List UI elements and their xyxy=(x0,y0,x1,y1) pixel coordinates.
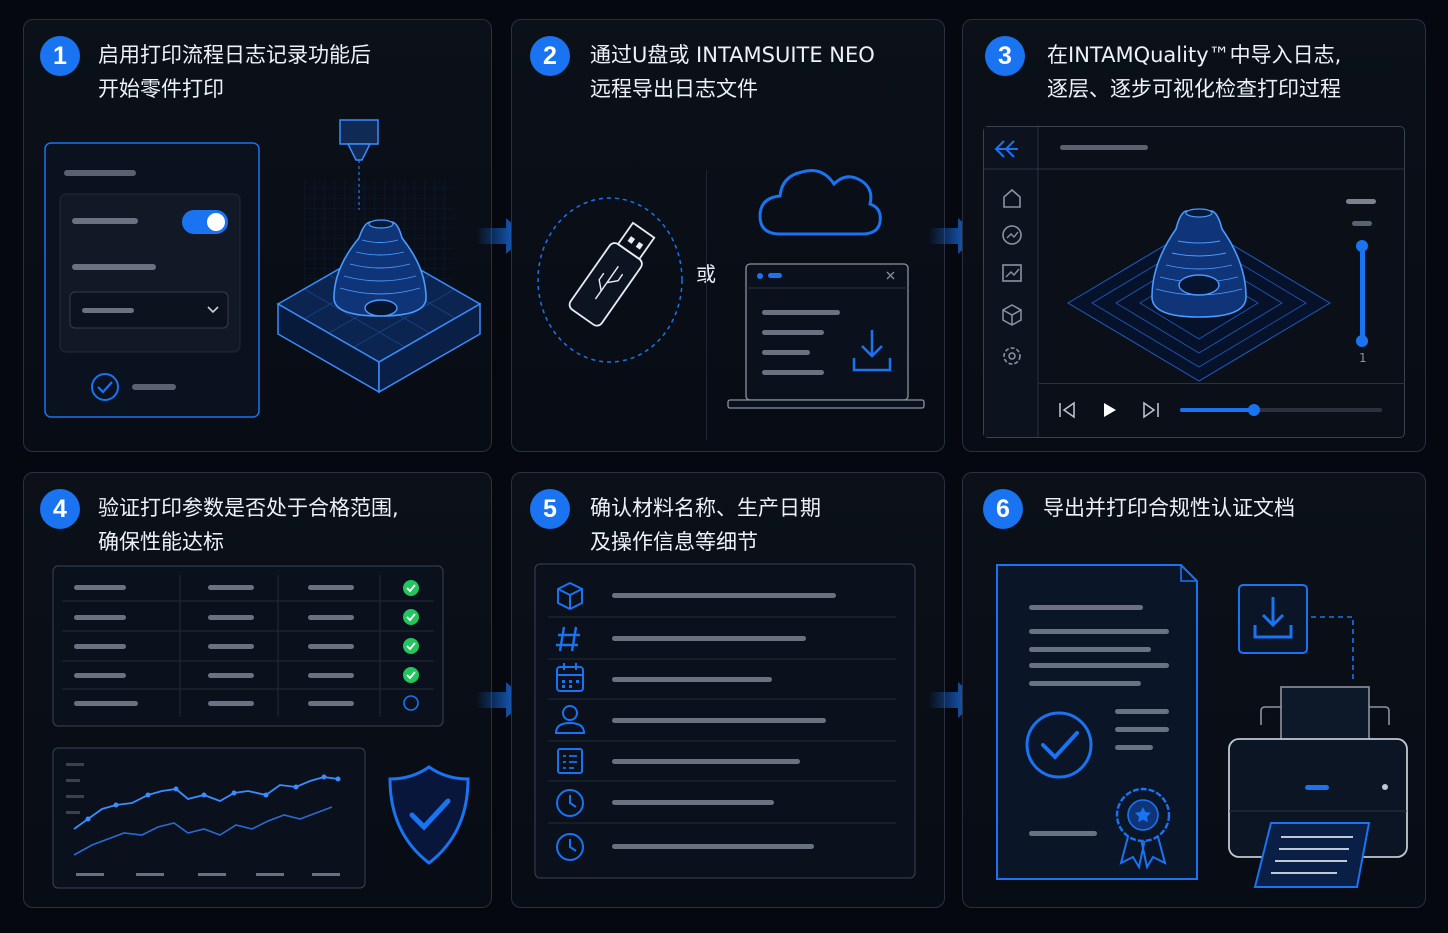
step-2-panel: 2 通过U盘或 INTAMSUITE NEO 远程导出日志文件 或 xyxy=(511,19,945,452)
step-3-panel: 3 在INTAMQuality™中导入日志, 逐层、逐步可视化检查打印过程 xyxy=(962,19,1426,452)
step-1-panel: 1 启用打印流程日志记录功能后 开始零件打印 xyxy=(23,19,492,452)
trend-icon[interactable] xyxy=(1002,225,1022,245)
step-1-number: 1 xyxy=(40,36,80,76)
home-icon[interactable] xyxy=(1003,188,1021,208)
step-2-title: 通过U盘或 INTAMSUITE NEO 远程导出日志文件 xyxy=(590,38,875,106)
viewer-sidebar xyxy=(984,127,1404,437)
viewer-header-line xyxy=(1060,145,1148,150)
playback-controls xyxy=(1059,401,1382,419)
layer-slider-handle[interactable] xyxy=(1356,335,1368,347)
step-3-title: 在INTAMQuality™中导入日志, 逐层、逐步可视化检查打印过程 xyxy=(1047,38,1341,106)
step-6-panel: 6 导出并打印合规性认证文档 xyxy=(962,472,1426,908)
step-5-title-line2: 及操作信息等细节 xyxy=(590,530,758,554)
step-1-title-line2: 开始零件打印 xyxy=(98,77,224,101)
step-5-panel: 5 确认材料名称、生产日期 及操作信息等细节 xyxy=(511,472,945,908)
step-2-title-line1: 通过U盘或 INTAMSUITE NEO xyxy=(590,43,875,67)
step-4-title: 验证打印参数是否处于合格范围, 确保性能达标 xyxy=(98,491,399,559)
step-5-title-line1: 确认材料名称、生产日期 xyxy=(590,496,821,520)
step-1-title: 启用打印流程日志记录功能后 开始零件打印 xyxy=(98,38,371,106)
layer-view-3d-part xyxy=(1067,208,1331,382)
skip-back-icon[interactable] xyxy=(1059,401,1075,419)
shield-check-icon xyxy=(388,765,470,865)
3d-printing-part-illustration xyxy=(276,119,482,394)
skip-forward-icon[interactable] xyxy=(1143,401,1159,419)
laptop-download-window xyxy=(727,263,925,409)
check-icon xyxy=(403,580,419,596)
clock-icon xyxy=(556,789,584,817)
cloud-icon xyxy=(758,169,882,236)
layer-slider-handle[interactable] xyxy=(1356,240,1368,252)
progress-bar[interactable] xyxy=(1180,404,1382,416)
step-5-number: 5 xyxy=(530,489,570,529)
compliance-certificate-document xyxy=(996,564,1198,880)
usb-drive-icon xyxy=(537,197,683,363)
check-icon xyxy=(403,609,419,625)
print-nozzle-icon xyxy=(339,119,379,210)
step-3-number: 3 xyxy=(985,36,1025,76)
layer-slider-label: 1 xyxy=(1359,351,1367,365)
playback-divider xyxy=(1039,383,1405,384)
parameter-table xyxy=(52,565,444,727)
viewer-info-line xyxy=(1346,199,1376,204)
clock-icon xyxy=(556,833,584,861)
step-2-number: 2 xyxy=(530,36,570,76)
step-4-title-line1: 验证打印参数是否处于合格范围, xyxy=(98,496,399,520)
step-4-number: 4 xyxy=(40,489,80,529)
cube-icon xyxy=(557,581,583,611)
calendar-icon xyxy=(556,663,584,692)
step-3-title-line1: 在INTAMQuality™中导入日志, xyxy=(1047,43,1342,67)
check-icon xyxy=(403,667,419,683)
gear-icon[interactable] xyxy=(1003,347,1021,365)
download-icon xyxy=(852,330,892,372)
certification-seal-icon xyxy=(1115,787,1171,870)
step-6-number: 6 xyxy=(983,489,1023,529)
user-icon xyxy=(554,705,586,734)
parameter-trend-chart xyxy=(52,747,366,889)
step-4-panel: 4 验证打印参数是否处于合格范围, 确保性能达标 xyxy=(23,472,492,908)
play-icon[interactable] xyxy=(1104,403,1116,417)
document-list-icon xyxy=(557,748,583,774)
viewer-info-line xyxy=(1352,221,1372,226)
printer-icon xyxy=(1228,686,1408,888)
layer-slider[interactable] xyxy=(1360,243,1365,343)
step-6-title: 导出并打印合规性认证文档 xyxy=(1043,491,1295,525)
hash-icon xyxy=(556,626,580,652)
step-6-title-line1: 导出并打印合规性认证文档 xyxy=(1043,496,1295,520)
logo-icon xyxy=(994,140,1018,158)
step-3-title-line2: 逐层、逐步可视化检查打印过程 xyxy=(1047,77,1341,101)
quality-viewer-window: 1 xyxy=(983,126,1405,438)
step-2-title-line2: 远程导出日志文件 xyxy=(590,77,758,101)
check-circle-icon xyxy=(1025,711,1093,779)
cube-icon[interactable] xyxy=(1002,304,1022,326)
chart-icon[interactable] xyxy=(1002,264,1022,282)
settings-card xyxy=(44,142,260,418)
toggle-switch[interactable] xyxy=(182,210,228,234)
material-info-list xyxy=(534,563,916,879)
panel-divider xyxy=(706,170,707,440)
step-4-title-line2: 确保性能达标 xyxy=(98,530,224,554)
pending-circle-icon xyxy=(403,695,419,711)
step-1-title-line1: 启用打印流程日志记录功能后 xyxy=(98,43,371,67)
check-icon xyxy=(403,638,419,654)
download-box-icon xyxy=(1238,584,1354,681)
step-5-title: 确认材料名称、生产日期 及操作信息等细节 xyxy=(590,491,821,559)
dropdown-select[interactable] xyxy=(69,291,229,329)
check-circle-icon xyxy=(91,373,119,401)
